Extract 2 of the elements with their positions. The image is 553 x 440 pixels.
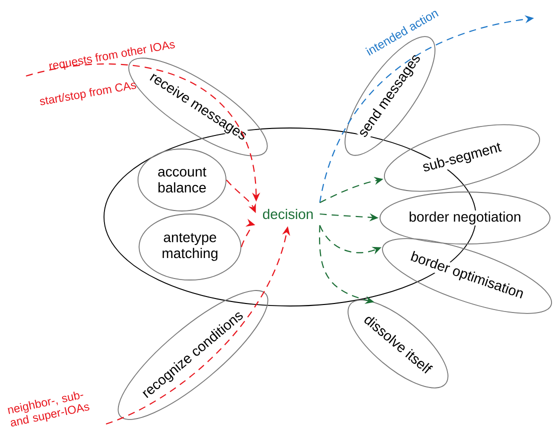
decision-label: decision (263, 208, 313, 220)
input-label: neighbor-, sub- and super-IOAs (8, 392, 90, 426)
